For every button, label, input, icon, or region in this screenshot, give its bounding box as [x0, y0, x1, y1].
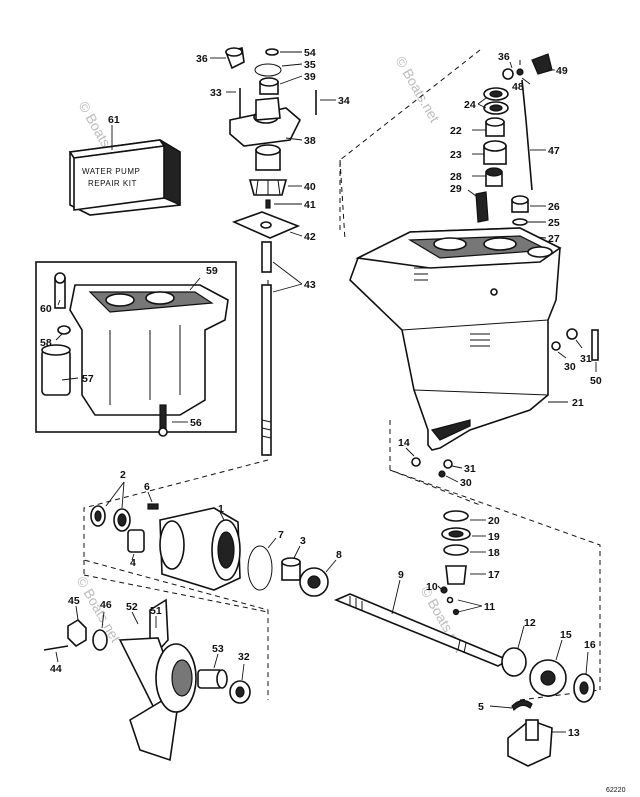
- kit-label-line2: REPAIR KIT: [88, 179, 137, 188]
- callout-19: 19: [488, 531, 500, 543]
- callout-33: 33: [210, 87, 222, 99]
- callout-56: 56: [190, 417, 202, 429]
- callout-13: 13: [568, 727, 580, 739]
- callout-9: 9: [398, 569, 404, 581]
- callout-12: 12: [524, 617, 536, 629]
- callout-25: 25: [548, 217, 560, 229]
- callout-16: 16: [584, 639, 596, 651]
- callout-59: 58: [40, 337, 52, 349]
- callout-14: 14: [398, 437, 410, 449]
- callout-35: 35: [304, 59, 316, 71]
- callout-11: 11: [484, 601, 495, 613]
- callout-29: 29: [450, 183, 462, 195]
- callout-47: 47: [548, 145, 560, 157]
- callout-54: 54: [304, 47, 316, 59]
- callout-18: 18: [488, 547, 500, 559]
- callout-57: 57: [82, 373, 94, 385]
- callout-24: 24: [464, 99, 476, 111]
- callout-28: 28: [450, 171, 462, 183]
- callout-61: 61: [108, 114, 120, 126]
- callout-60: 60: [40, 303, 52, 315]
- water-pump-repair-kit: WATER PUMP REPAIR KIT: [68, 125, 181, 216]
- drawing-code: 62220: [606, 787, 626, 794]
- callout-4: 4: [130, 557, 136, 569]
- callout-41: 41: [304, 199, 316, 211]
- watermark: © Boats.net: [392, 54, 443, 126]
- callout-39: 39: [304, 71, 316, 83]
- callout-15: 15: [560, 629, 572, 641]
- callout-20: 20: [488, 515, 500, 527]
- callout-30: 30: [564, 361, 576, 373]
- propshaft-housing-parts: [90, 481, 337, 597]
- callout-numbers: 61 36 54 35 39 33 34 38 40 41 42 43 59 6…: [40, 47, 602, 739]
- housing-fasteners: [405, 328, 599, 483]
- callout-6: 6: [144, 481, 150, 493]
- callout-31b: 31: [464, 463, 476, 475]
- callout-37: 36: [196, 53, 208, 65]
- callout-5: 5: [478, 701, 484, 713]
- kit-label-line1: WATER PUMP: [82, 167, 140, 176]
- callout-3: 3: [300, 535, 306, 547]
- callout-2: 2: [120, 469, 126, 481]
- propshaft-gears: [333, 510, 595, 767]
- callout-48: 48: [512, 81, 524, 93]
- callout-42: 42: [304, 231, 316, 243]
- callout-36: 36: [498, 51, 510, 63]
- vent-slots: [414, 267, 490, 347]
- callout-38: 38: [304, 135, 316, 147]
- callout-52: 52: [126, 601, 138, 613]
- callout-26: 26: [548, 201, 560, 213]
- callout-22: 22: [450, 125, 462, 137]
- callout-40: 40: [304, 181, 316, 193]
- callout-27: 27: [548, 233, 560, 245]
- callout-53: 53: [212, 643, 224, 655]
- inset-panel: [35, 261, 237, 437]
- callout-21: 21: [572, 397, 584, 409]
- callout-50: 50: [590, 375, 602, 387]
- propeller-assembly: [43, 598, 251, 762]
- callout-32: 32: [238, 651, 250, 663]
- callout-1: 1: [218, 503, 224, 515]
- callout-34: 34: [338, 95, 350, 107]
- callout-46: 46: [100, 599, 112, 611]
- assembly-guide-lines: [83, 49, 601, 701]
- gearcase-housing: [349, 227, 568, 451]
- callout-7: 7: [278, 529, 284, 541]
- callout-17: 17: [488, 569, 500, 581]
- callout-45: 45: [68, 595, 80, 607]
- callout-23: 23: [450, 149, 462, 161]
- callout-43: 43: [304, 279, 316, 291]
- callout-10: 10: [426, 581, 438, 593]
- callout-51: 51: [150, 605, 162, 617]
- callout-58: 59: [206, 265, 218, 277]
- callout-30b: 30: [460, 477, 472, 489]
- callout-31: 31: [580, 353, 592, 365]
- callout-49: 49: [556, 65, 568, 77]
- callout-44: 44: [50, 663, 62, 675]
- callout-8: 8: [336, 549, 342, 561]
- water-pump-stack: [210, 47, 336, 456]
